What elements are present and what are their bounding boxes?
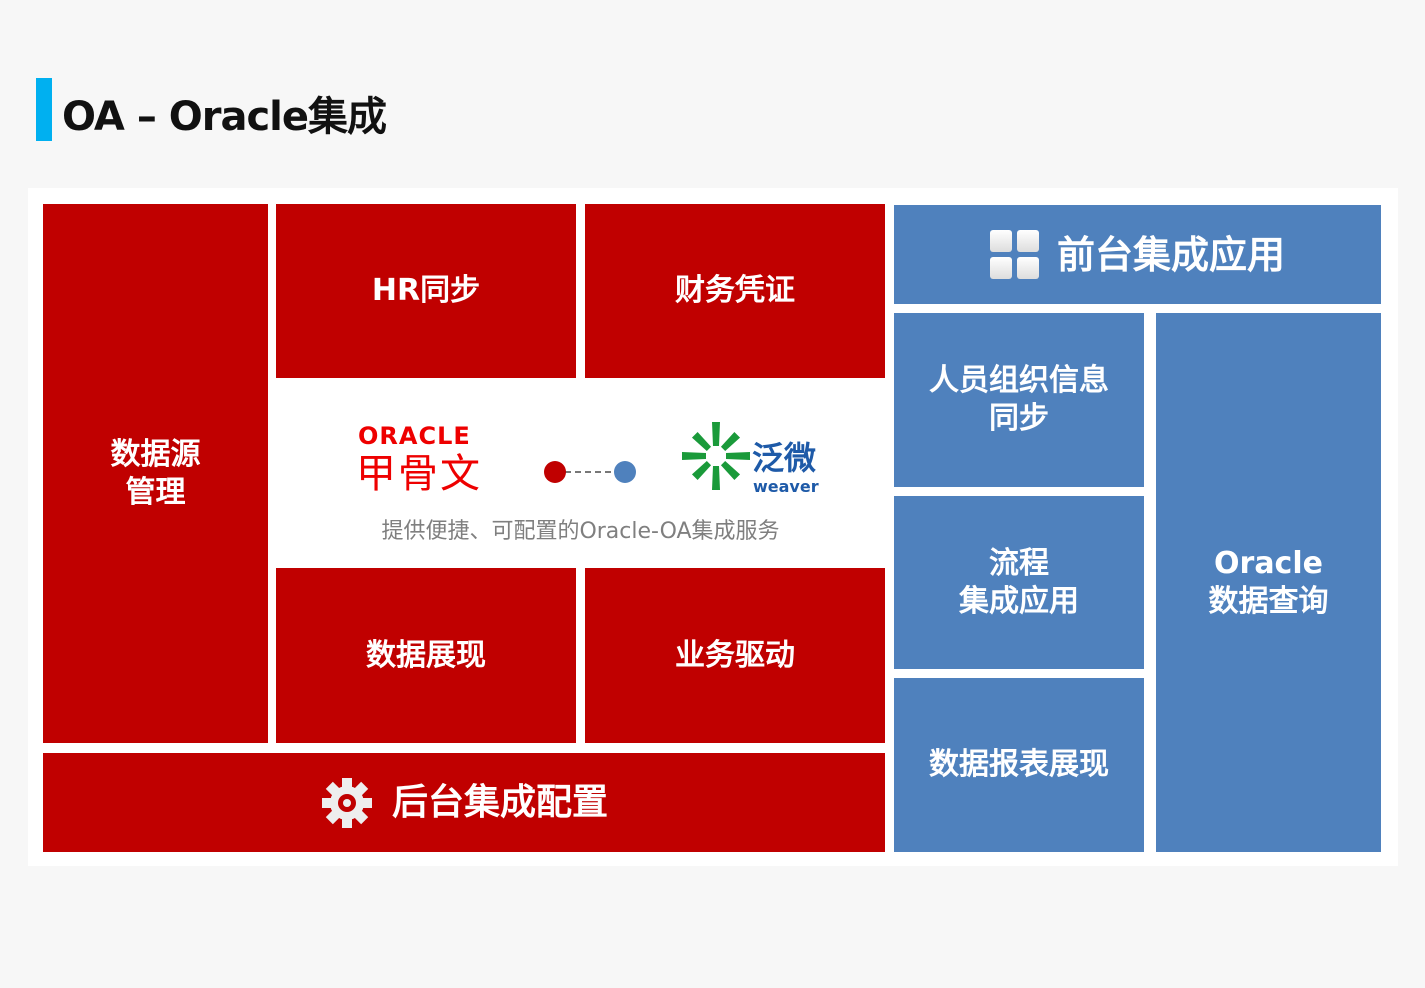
tile-backend-config-label: 后台集成配置 (391, 781, 608, 823)
tile-hr-sync[interactable]: HR同步 (276, 204, 576, 378)
center-subtitle: 提供便捷、可配置的Oracle-OA集成服务 (381, 519, 780, 544)
tile-datasource[interactable]: 数据源 管理 (43, 204, 268, 743)
tile-oracle-query[interactable]: Oracle 数据查询 (1156, 313, 1381, 852)
tile-org-sync[interactable]: 人员组织信息 同步 (894, 313, 1144, 487)
tile-business-driver[interactable]: 业务驱动 (585, 568, 885, 743)
title-accent-bar (36, 78, 52, 141)
tile-backend-config[interactable]: 后台集成配置 (43, 753, 885, 852)
tile-frontend-apps[interactable]: 前台集成应用 (894, 205, 1381, 304)
page-title: OA – Oracle集成 (62, 94, 387, 140)
tile-finance[interactable]: 财务凭证 (585, 204, 885, 378)
connector-icon (544, 461, 636, 483)
gear-icon (321, 777, 372, 828)
apps-grid-icon (989, 230, 1039, 279)
weaver-logo-en: weaver (753, 477, 819, 496)
integration-center: ORACLE 甲骨文 泛微 weaver 提供便捷、可配置的Oracle-OA集… (276, 378, 885, 568)
tile-data-display[interactable]: 数据展现 (276, 568, 576, 743)
weaver-logo-cn: 泛微 (752, 439, 817, 477)
oracle-logo: ORACLE (358, 422, 471, 450)
weaver-logo-icon (682, 422, 750, 490)
oracle-logo-cn: 甲骨文 (356, 451, 482, 497)
tile-report-display[interactable]: 数据报表展现 (894, 678, 1144, 852)
tile-workflow[interactable]: 流程 集成应用 (894, 496, 1144, 669)
tile-frontend-apps-label: 前台集成应用 (1056, 232, 1285, 277)
